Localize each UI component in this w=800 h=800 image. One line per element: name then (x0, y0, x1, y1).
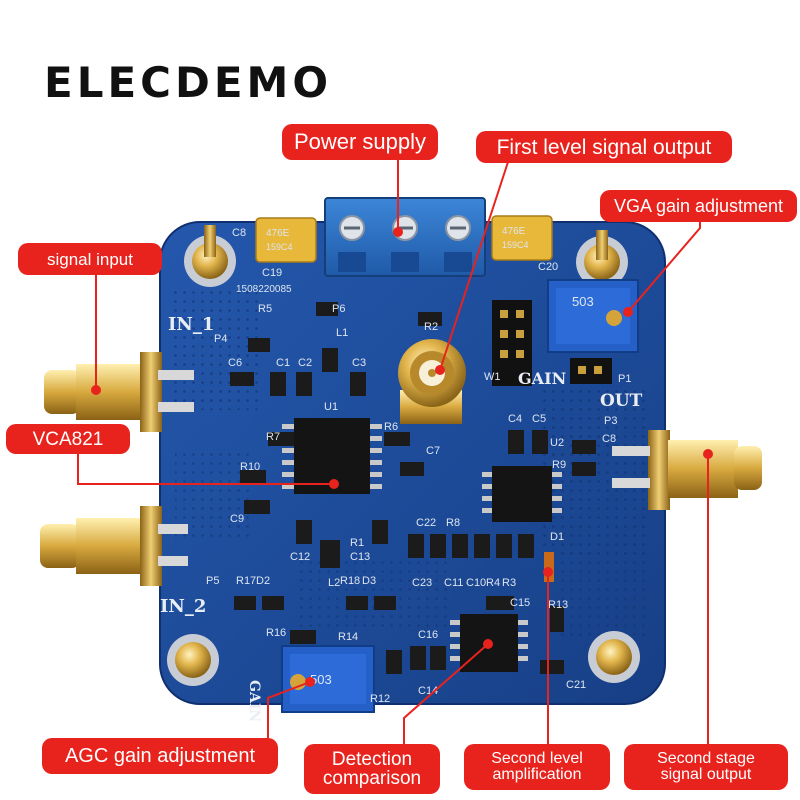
callout-leader-lines (77, 158, 709, 756)
silk-label-l1: L1 (336, 327, 348, 339)
callout-agc-gain: AGC gain adjustment (42, 738, 278, 774)
silk-label-c14: C14 (418, 685, 438, 697)
silk-label-r4: R4 (486, 577, 500, 589)
cap-right-code: 159C4 (502, 240, 529, 250)
silk-label-c3: C3 (352, 357, 366, 369)
silk-label-c19: C19 (262, 267, 282, 279)
silk-label-c5: C5 (532, 413, 546, 425)
silk-label-c23: C23 (412, 577, 432, 589)
vga-pot-value: 503 (572, 294, 594, 309)
silk-serial: 1508220085 (236, 284, 292, 295)
silk-label-u1: U1 (324, 401, 338, 413)
left-sma-in2 (40, 506, 188, 586)
callout-second-level-amplification: Second level amplification (464, 744, 610, 790)
mounting-screws (167, 225, 640, 686)
silk-label-r5: R5 (258, 303, 272, 315)
silk-label-c22: C22 (416, 517, 436, 529)
cap-left-code: 159C4 (266, 242, 293, 252)
silk-label-r16: R16 (266, 627, 286, 639)
silk-label-c11: C11 (444, 577, 463, 589)
callout-dots (91, 227, 713, 687)
callout-second-level-line1: Second level (491, 750, 583, 767)
silk-label-c8: C8 (602, 433, 616, 445)
silk-label-c9: C9 (230, 513, 244, 525)
silk-label-c2: C2 (298, 357, 312, 369)
callout-detection-line2: comparison (322, 768, 422, 789)
silk-in1: IN_1 (168, 314, 214, 335)
silk-label-w1: W1 (484, 371, 501, 383)
silk-label-c6: C6 (228, 357, 242, 369)
silk-label-c10: C10 (466, 577, 486, 589)
callout-vca821: VCA821 (6, 424, 130, 454)
silk-label-r8: R8 (446, 517, 460, 529)
silk-label-c21: C21 (566, 679, 586, 691)
silk-label-r17: R17 (236, 575, 256, 587)
center-sma-connector (398, 339, 466, 424)
callout-second-level-line2: amplification (492, 766, 582, 783)
silk-label-r10: R10 (240, 461, 260, 473)
agc-pot-value: 503 (310, 672, 332, 687)
callout-detection-comparison: Detection comparison (304, 744, 440, 794)
right-sma-out (612, 430, 762, 510)
silk-label-p6: P6 (332, 303, 345, 315)
silk-label-r14: R14 (338, 631, 358, 643)
smd-passives (230, 302, 596, 674)
silk-label-d1: D1 (550, 531, 564, 543)
brand-title: ELECDEMO (44, 58, 333, 107)
callout-first-level-output: First level signal output (476, 131, 732, 163)
silk-label-d3: D3 (362, 575, 376, 587)
silk-label-r12: R12 (370, 693, 390, 705)
callout-second-stage-line2: signal output (660, 766, 752, 783)
silk-label-p4: P4 (214, 333, 227, 345)
callout-signal-input: signal input (18, 243, 162, 275)
silk-label-u2: U2 (550, 437, 564, 449)
silk-out: OUT (600, 391, 643, 411)
agc-trimmer-pot: 503 (281, 645, 375, 713)
silk-label-c1: C1 (276, 357, 290, 369)
diode-d1 (544, 552, 554, 582)
callout-second-stage-line1: Second stage (657, 750, 755, 767)
cap-left-label: 476E (266, 228, 290, 239)
silk-label-d2: D2 (256, 575, 270, 587)
silk-in2: IN_2 (160, 596, 206, 617)
silk-label-r7: R7 (266, 431, 280, 443)
silk-label-r9: R9 (552, 459, 566, 471)
silk-label-c4: C4 (508, 413, 522, 425)
silk-label-r3: R3 (502, 577, 516, 589)
cap-right-label: 476E (502, 226, 526, 237)
vga-trimmer-pot: 503 (547, 279, 639, 353)
tantalum-capacitors: 476E 159C4 476E 159C4 (255, 215, 553, 263)
callout-detection-line1: Detection (331, 749, 413, 770)
silk-label-c15: C15 (510, 597, 530, 609)
callout-vga-gain: VGA gain adjustment (600, 190, 797, 222)
silk-label-p3: P3 (604, 415, 617, 427)
silk-label-c13: C13 (350, 551, 370, 563)
silk-label-c20: C20 (538, 261, 558, 273)
silk-gain-top: GAIN (518, 369, 566, 388)
silk-label-c8: C8 (232, 227, 246, 239)
silk-label-l2: L2 (328, 577, 340, 589)
pin-headers (492, 300, 612, 386)
silk-label-r6: R6 (384, 421, 398, 433)
silk-label-p1: P1 (618, 373, 631, 385)
silk-gain-side: GAIN (246, 680, 262, 722)
silk-label-r1: R1 (350, 537, 364, 549)
callout-power-supply: Power supply (282, 124, 438, 160)
silk-label-c7: C7 (426, 445, 440, 457)
silk-label-c16: C16 (418, 629, 438, 641)
silk-label-r18: R18 (340, 575, 360, 587)
power-terminal-block (324, 197, 486, 277)
silk-label-p5: P5 (206, 575, 219, 587)
silk-label-r2: R2 (424, 321, 438, 333)
silk-label-c12: C12 (290, 551, 310, 563)
silk-label-r13: R13 (548, 599, 568, 611)
left-sma-in1 (44, 352, 194, 432)
callout-second-stage-output: Second stage signal output (624, 744, 788, 790)
